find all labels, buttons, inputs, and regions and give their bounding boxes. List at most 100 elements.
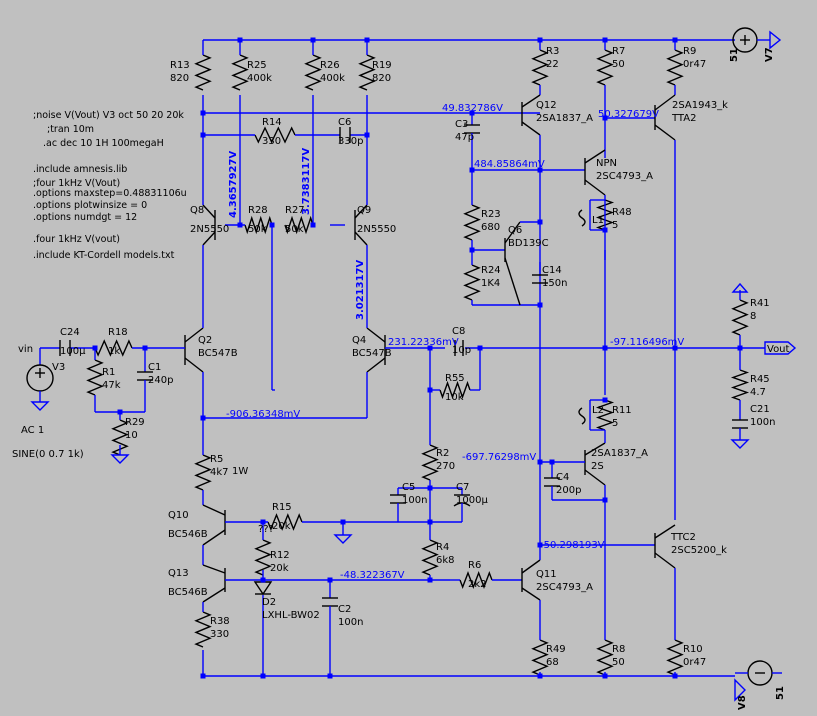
misc-labels: vin AC 1 SINE(0 0.7 1k) 1W ??? xyxy=(12,344,274,535)
c7-value: 1000µ xyxy=(456,495,488,506)
r3-name: R3 xyxy=(546,46,559,57)
r1-value: 47k xyxy=(102,380,121,391)
c14-value: 150n xyxy=(542,278,567,289)
q12-name: Q12 xyxy=(536,100,557,111)
r28-name: R28 xyxy=(248,205,268,216)
r3-resistor xyxy=(531,49,549,86)
r18-name: R18 xyxy=(108,327,128,338)
c7-name: C7 xyxy=(456,482,469,493)
r28-value: 50k xyxy=(248,224,267,235)
svg-text:.options numdgt = 12: .options numdgt = 12 xyxy=(33,212,137,223)
r38-name: R38 xyxy=(210,616,230,627)
r13-name: R13 xyxy=(170,60,190,71)
npn-transistor xyxy=(584,149,606,196)
ac-label: AC 1 xyxy=(21,425,44,436)
r29-name: R29 xyxy=(125,417,145,428)
r41-value: 8 xyxy=(750,311,756,322)
q2-transistor xyxy=(184,320,204,445)
q6-value: BD139C xyxy=(508,238,549,249)
q10-name: Q10 xyxy=(168,510,189,521)
ttc2-name: TTC2 xyxy=(670,532,696,543)
q2-value: BC547B xyxy=(198,348,238,359)
q12-value: 2SA1837_A xyxy=(536,113,593,124)
r3-value: 22 xyxy=(546,59,559,70)
q_tta-name: 2SA1943_k xyxy=(672,100,728,111)
junction-dot xyxy=(469,110,475,116)
junction-dot xyxy=(200,132,206,138)
c4-value: 200p xyxy=(556,485,581,496)
r4-resistor xyxy=(421,539,439,576)
r26-resistor xyxy=(304,54,322,91)
v8-name: V8 xyxy=(737,695,748,710)
junction-dot xyxy=(477,345,483,351)
r11-resistor xyxy=(595,399,615,431)
c2-name: C2 xyxy=(338,604,351,615)
svg-text:.include amnesis.lib: .include amnesis.lib xyxy=(33,164,127,175)
r2-name: R2 xyxy=(436,448,449,459)
part-labels: R13820R25400kR26400kR19820R14330C6330pR2… xyxy=(52,46,775,668)
voltage-r7-node: 50.327679V xyxy=(598,109,659,120)
r29-resistor xyxy=(111,419,129,456)
junction-dot xyxy=(364,132,370,138)
r7-name: R7 xyxy=(612,46,625,57)
r1-name: R1 xyxy=(102,367,115,378)
r45-name: R45 xyxy=(750,374,770,385)
r18-resistor xyxy=(94,339,133,357)
c1-value: 240p xyxy=(148,375,173,386)
r27-value: 50k xyxy=(285,224,304,235)
r4-name: R4 xyxy=(436,542,449,553)
r8-name: R8 xyxy=(612,644,625,655)
junction-dot xyxy=(602,37,608,43)
r6-resistor xyxy=(459,571,493,589)
npn-value: 2SC4793_A xyxy=(596,171,653,182)
junction-dot xyxy=(469,247,475,253)
q9-value: 2N5550 xyxy=(357,224,396,235)
vertical-resistors xyxy=(86,49,750,676)
voltage-tail-node: -906.36348mV xyxy=(226,409,300,420)
voltage-output-node: -97.116496mV xyxy=(610,337,684,348)
q12-transistor xyxy=(521,94,541,136)
junction-dot xyxy=(537,302,543,308)
c24-value: 100µ xyxy=(60,346,86,357)
npn-name: NPN xyxy=(596,158,617,169)
junction-dot xyxy=(672,345,678,351)
v8-source: V8 51 xyxy=(734,660,786,710)
junction-dot xyxy=(602,345,608,351)
r27-name: R27 xyxy=(285,205,305,216)
c24-name: C24 xyxy=(60,327,80,338)
voltage-feedback-node: 231.22336mV xyxy=(388,337,459,348)
r48-name: R48 xyxy=(612,207,632,218)
r11-name: R11 xyxy=(612,405,632,416)
r6-name: R6 xyxy=(468,560,481,571)
l2-name: L2 xyxy=(592,405,604,416)
r15-name: R15 xyxy=(272,502,292,513)
junction-dot xyxy=(237,37,243,43)
voltage-q8-collector: 4.3657927V xyxy=(228,151,239,218)
c14-name: C14 xyxy=(542,265,562,276)
junction-dot xyxy=(537,167,543,173)
r25-resistor xyxy=(231,54,249,91)
svg-text:.four 1kHz V(vout): .four 1kHz V(vout) xyxy=(33,234,120,245)
junction-dot xyxy=(549,459,555,465)
v3-name: V3 xyxy=(52,362,65,373)
r38-resistor xyxy=(194,611,212,648)
l1-name: L1 xyxy=(592,215,604,226)
r41-name: R41 xyxy=(750,298,770,309)
junction-dot xyxy=(537,542,543,548)
voltage-bias-node: 484.85864mV xyxy=(474,159,545,170)
r25-value: 400k xyxy=(247,73,272,84)
vin-label: vin xyxy=(18,344,33,355)
junction-dot xyxy=(340,519,346,525)
junction-dot xyxy=(310,222,316,228)
r9-value: 0r47 xyxy=(683,59,706,70)
r45-resistor xyxy=(730,369,750,401)
r14-name: R14 xyxy=(262,117,282,128)
v3-source xyxy=(26,348,54,411)
c8-value: 10p xyxy=(452,345,471,356)
c21-name: C21 xyxy=(750,404,770,415)
q13-value: BC546B xyxy=(168,587,208,598)
r55-value: 10k xyxy=(445,392,464,403)
r19-name: R19 xyxy=(372,60,392,71)
q11-transistor xyxy=(521,559,541,601)
q4-name: Q4 xyxy=(352,335,366,346)
